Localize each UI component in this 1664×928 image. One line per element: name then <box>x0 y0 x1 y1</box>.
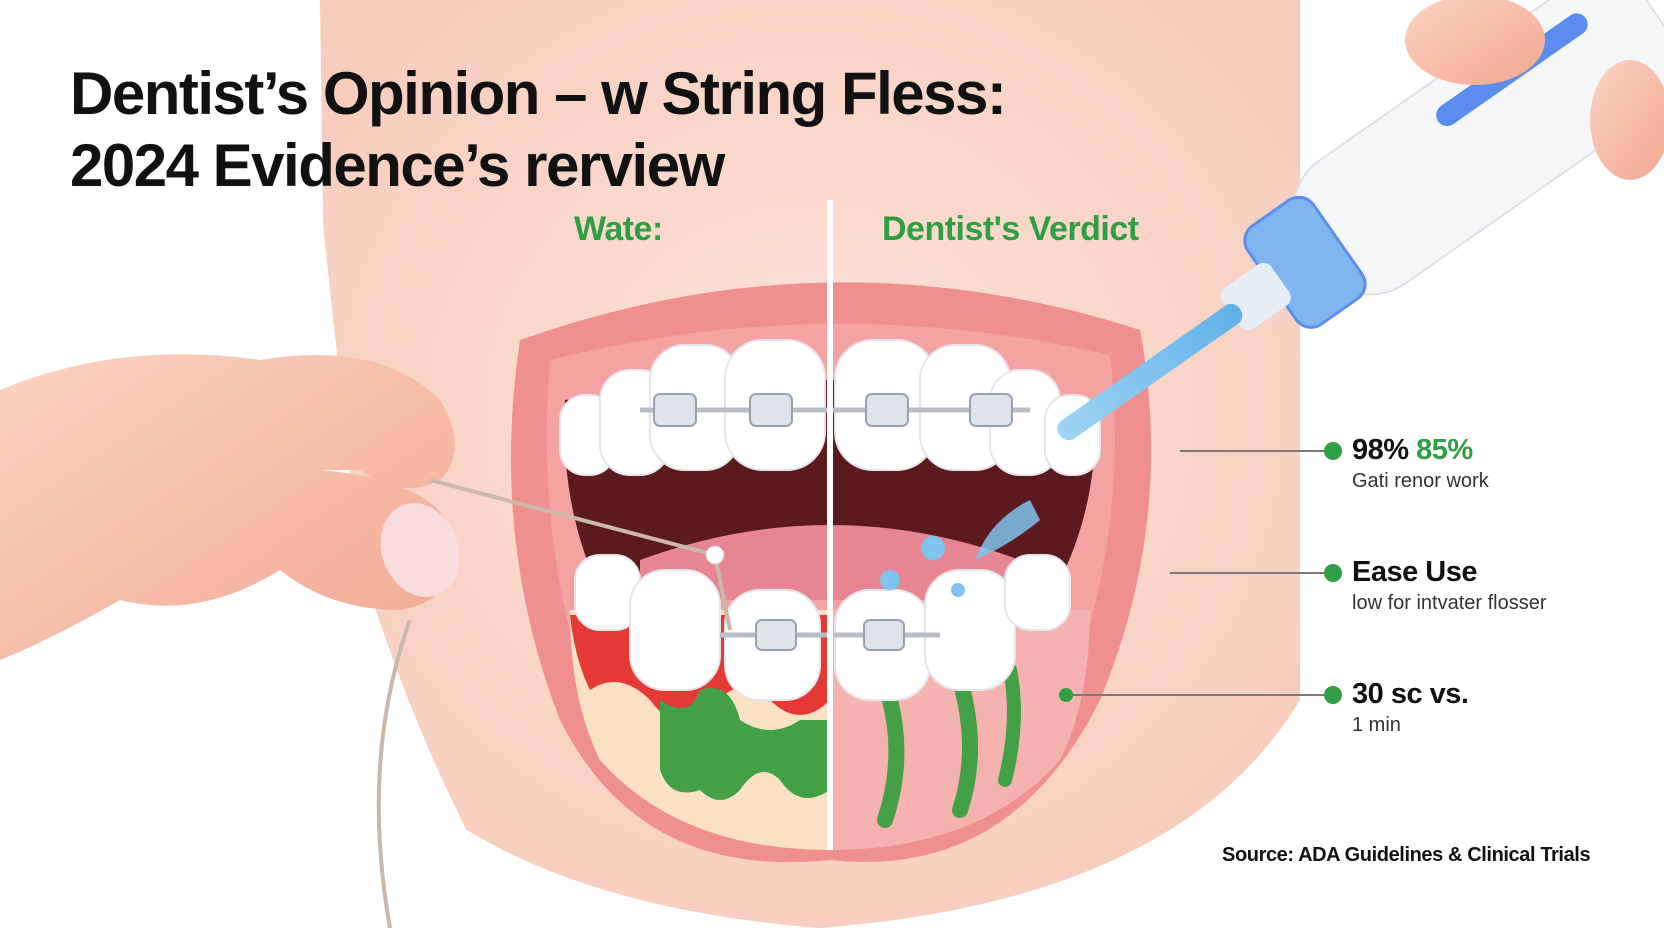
title-line-2: 2024 Evidence’s rerview <box>70 132 725 199</box>
column-label-right: Dentist's Verdict <box>882 210 1139 248</box>
stat-ease-of-use: Ease Use low for intvater flosser <box>1352 555 1547 617</box>
water-flosser <box>880 0 1664 597</box>
title-line-1: Dentist’s Opinion – w String Fless: <box>70 60 1007 127</box>
hand-with-floss <box>0 354 732 928</box>
stat-time-sub: 1 min <box>1352 714 1401 736</box>
page-title: Dentist’s Opinion – w String Fless: 2024… <box>70 58 1007 202</box>
upper-braces <box>640 393 1030 427</box>
callout-dots <box>1059 442 1342 704</box>
stat-effectiveness-accent: 85% <box>1416 434 1473 466</box>
stat-time-main: 30 sc vs. <box>1352 678 1469 710</box>
stat-effectiveness-sub: Gati renor work <box>1352 470 1489 492</box>
stat-effectiveness: 98% 85% Gati renor work <box>1352 433 1489 495</box>
lower-teeth <box>574 554 1071 701</box>
stat-effectiveness-main: 98% 85% <box>1352 434 1473 466</box>
stat-time: 30 sc vs. 1 min <box>1352 677 1469 739</box>
column-label-left: Wate: <box>574 210 663 248</box>
thumbnail <box>380 503 460 597</box>
stat-ease-sub: low for intvater flosser <box>1352 592 1547 614</box>
plaque-green <box>660 688 830 800</box>
source-citation: Source: ADA Guidelines & Clinical Trials <box>1222 844 1591 866</box>
stat-ease-main: Ease Use <box>1352 556 1477 588</box>
callout-lines <box>1060 450 1330 696</box>
